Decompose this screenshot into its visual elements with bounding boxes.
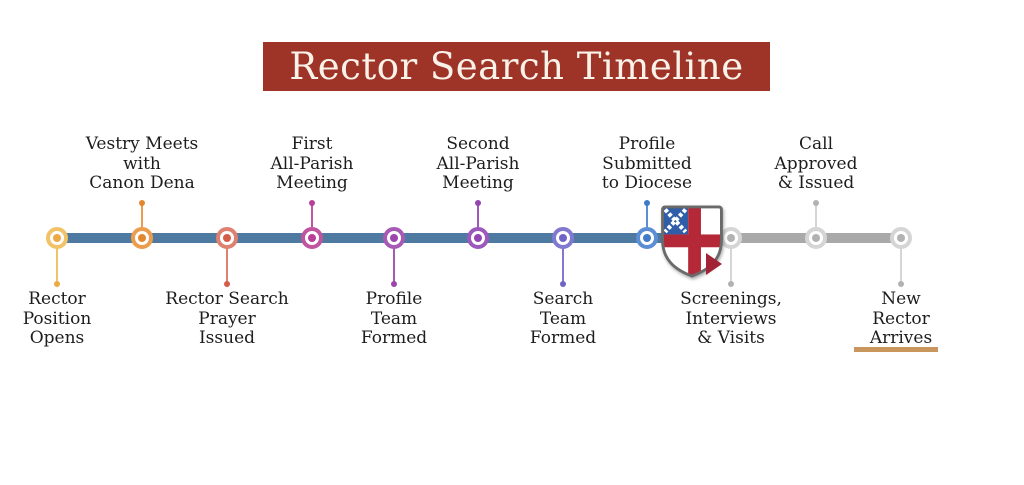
label-line: Interviews — [685, 308, 777, 329]
label-line: Meeting — [276, 173, 348, 193]
label-line: to Diocese — [601, 173, 693, 193]
milestone-node — [805, 227, 827, 249]
title-banner: Rector Search Timeline — [263, 42, 770, 91]
milestone-label: Vestry Meets with Canon Dena — [57, 134, 227, 194]
milestone-node — [636, 227, 658, 249]
label-line: Prayer — [198, 308, 256, 329]
milestone-label: Search Team Formed — [478, 289, 648, 349]
label-line: Profile — [365, 289, 423, 309]
label-line: All-Parish — [436, 153, 520, 174]
milestone-dot — [223, 234, 231, 242]
milestone-dot — [474, 234, 482, 242]
label-line: with — [123, 153, 161, 174]
highlight-underline — [854, 347, 938, 352]
milestone-label: Profile Team Formed — [309, 289, 479, 349]
label-line: Second — [446, 134, 510, 154]
label-line: First — [291, 134, 333, 154]
milestone-stem — [393, 248, 395, 282]
milestone-stem-cap — [813, 200, 819, 206]
milestone-dot — [390, 234, 398, 242]
label-line: Submitted — [602, 153, 692, 174]
milestone-stem — [815, 204, 817, 230]
milestone-dot — [559, 234, 567, 242]
milestone-stem-cap — [560, 281, 566, 287]
milestone-node — [383, 227, 405, 249]
milestone-dot — [727, 234, 735, 242]
label-line: Formed — [360, 328, 428, 348]
milestone-stem-cap — [391, 281, 397, 287]
label-line: Search — [532, 289, 594, 309]
milestone-label: Rector Position Opens — [0, 289, 142, 349]
label-line: Rector — [28, 289, 86, 309]
label-line: Opens — [29, 328, 85, 348]
label-line: Call — [798, 134, 834, 154]
label-line: Arrives — [869, 328, 933, 348]
milestone-stem-cap — [54, 281, 60, 287]
label-line: Formed — [529, 328, 597, 348]
shield-border — [661, 205, 723, 278]
milestone-stem — [900, 248, 902, 282]
page-title: Rector Search Timeline — [289, 45, 744, 88]
label-line: New — [881, 289, 921, 309]
arrow-right-icon — [706, 253, 722, 275]
timeline-bar-upcoming — [690, 233, 901, 243]
milestone-dot — [53, 234, 61, 242]
milestone-label: Screenings, Interviews & Visits — [646, 289, 816, 349]
milestone-stem-cap — [224, 281, 230, 287]
label-line: Meeting — [442, 173, 514, 193]
milestone-stem-cap — [475, 200, 481, 206]
label-line: Position — [22, 308, 92, 329]
label-line: Rector Search — [165, 289, 289, 309]
milestone-stem — [226, 248, 228, 282]
milestone-label: Second All-Parish Meeting — [393, 134, 563, 194]
milestone-node — [131, 227, 153, 249]
milestone-stem — [56, 248, 58, 282]
milestone-stem — [477, 204, 479, 230]
milestone-stem-cap — [139, 200, 145, 206]
cross-horizontal-band — [662, 234, 722, 248]
label-line: Screenings, — [680, 289, 782, 309]
milestone-label: Rector Search Prayer Issued — [142, 289, 312, 349]
milestone-node — [216, 227, 238, 249]
milestone-node — [301, 227, 323, 249]
milestone-stem — [562, 248, 564, 282]
milestone-stem — [311, 204, 313, 230]
label-line: Vestry Meets — [85, 134, 199, 154]
label-line: & Visits — [697, 328, 765, 348]
milestone-label: Call Approved & Issued — [731, 134, 901, 194]
milestone-node — [467, 227, 489, 249]
milestone-node — [46, 227, 68, 249]
milestone-stem-cap — [644, 200, 650, 206]
milestone-dot — [138, 234, 146, 242]
milestone-stem — [730, 248, 732, 282]
milestone-node — [890, 227, 912, 249]
milestone-label: First All-Parish Meeting — [227, 134, 397, 194]
milestone-label: Profile Submitted to Diocese — [562, 134, 732, 194]
label-line: All-Parish — [270, 153, 354, 174]
label-line: Canon Dena — [89, 173, 195, 193]
milestone-stem — [646, 204, 648, 230]
milestone-node — [552, 227, 574, 249]
label-line: Issued — [198, 328, 256, 348]
label-line: Team — [370, 308, 418, 329]
label-line: Rector — [872, 308, 930, 329]
label-line: Profile — [618, 134, 676, 154]
label-line: Approved — [774, 153, 858, 174]
milestone-dot — [812, 234, 820, 242]
milestone-dot — [897, 234, 905, 242]
milestone-label: New Rector Arrives — [816, 289, 986, 349]
saltire-of-crosslets — [663, 208, 688, 234]
label-line: Team — [539, 308, 587, 329]
milestone-dot — [643, 234, 651, 242]
milestone-stem-cap — [898, 281, 904, 287]
milestone-stem — [141, 204, 143, 230]
milestone-stem-cap — [728, 281, 734, 287]
milestone-dot — [308, 234, 316, 242]
milestone-stem-cap — [309, 200, 315, 206]
label-line: & Issued — [777, 173, 855, 193]
timeline-bar-completed — [57, 233, 690, 243]
